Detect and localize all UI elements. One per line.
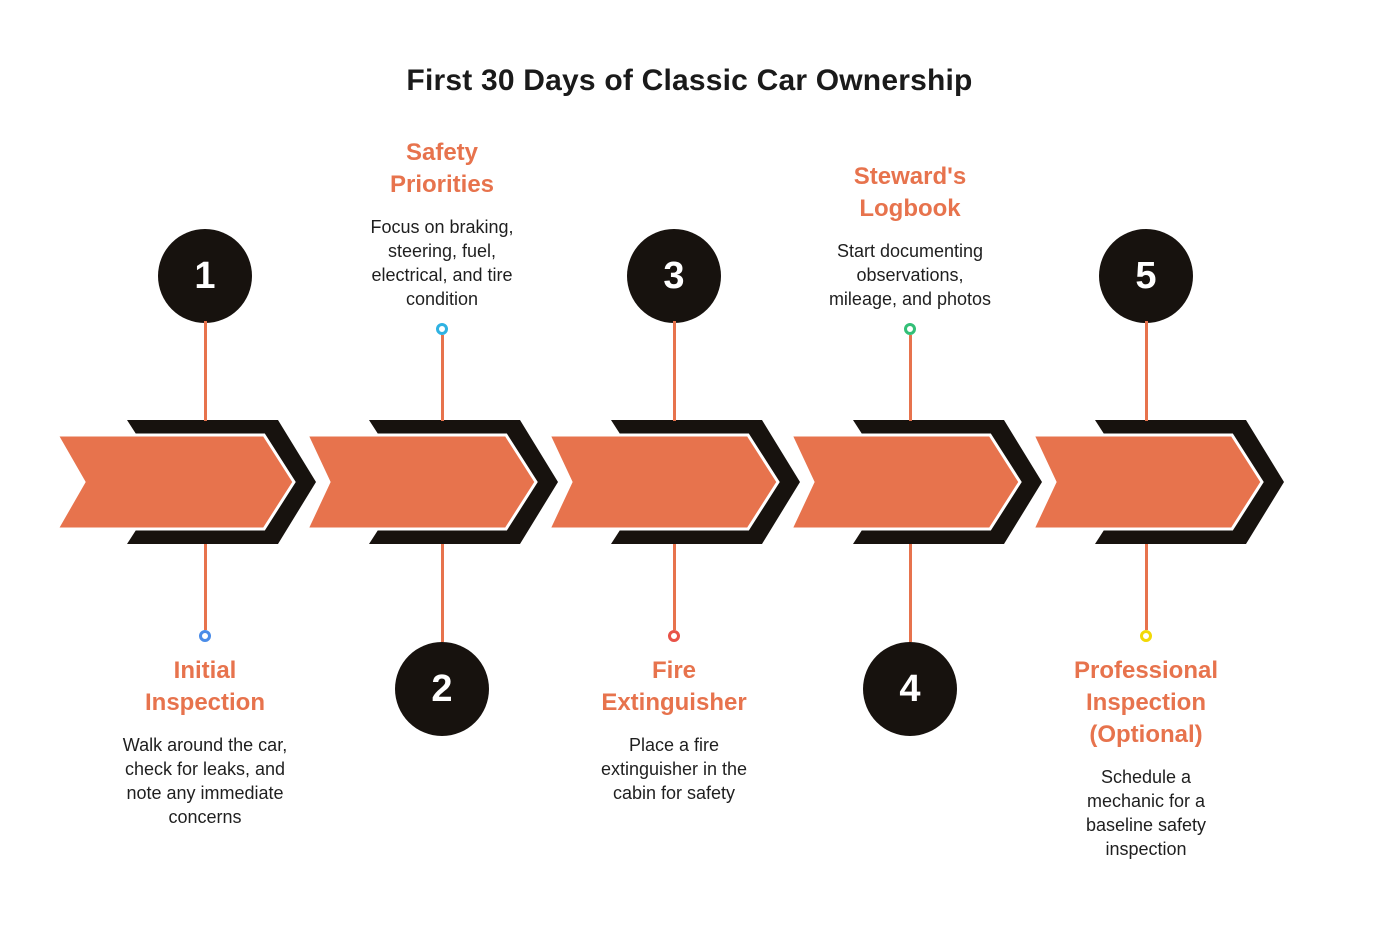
step-description: Start documenting observations, mileage,… [828, 241, 992, 309]
step-title: Professional Inspection (Optional) [1073, 657, 1219, 748]
connector-line [672, 544, 676, 630]
step-title: Safety Priorities [389, 139, 495, 198]
marker-dot [199, 630, 211, 642]
step-3-number-badge: 3 [627, 229, 721, 323]
step-2-number-badge: 2 [395, 642, 489, 736]
step-5-number-badge: 5 [1099, 229, 1193, 323]
marker-dot [904, 323, 916, 335]
marker-dot [1140, 630, 1152, 642]
step-5-text: Professional Inspection (Optional) Sched… [1016, 655, 1276, 861]
connector-line [672, 321, 676, 421]
step-title: Fire Extinguisher [601, 657, 747, 716]
step-4-number-badge: 4 [863, 642, 957, 736]
connector-line [1144, 321, 1148, 421]
connector-line [203, 544, 207, 630]
connector-line [440, 335, 444, 421]
step-1-number-badge: 1 [158, 229, 252, 323]
connector-line [908, 544, 912, 642]
connector-line [440, 544, 444, 642]
step-column-1: 1 Initial Inspection Walk around the car… [75, 0, 335, 926]
step-title: Initial Inspection [144, 657, 265, 716]
step-column-3: 3 Fire Extinguisher Place a fire extingu… [544, 0, 804, 926]
chevron-arrow-1 [54, 433, 296, 531]
step-2-text: Safety Priorities Focus on braking, stee… [312, 137, 572, 311]
step-description: Place a fire extinguisher in the cabin f… [600, 735, 748, 803]
step-description: Schedule a mechanic for a baseline safet… [1085, 767, 1207, 859]
step-1-text: Initial Inspection Walk around the car, … [75, 655, 335, 829]
connector-line [1144, 544, 1148, 630]
marker-dot [436, 323, 448, 335]
step-column-4: 4 Steward's Logbook Start documenting ob… [780, 0, 1040, 926]
step-title: Steward's Logbook [853, 163, 967, 222]
chevron-arrow-5 [1030, 433, 1264, 531]
connector-line [203, 321, 207, 421]
chevron-arrow-2 [304, 433, 538, 531]
step-description: Walk around the car, check for leaks, an… [122, 735, 288, 827]
chevron-arrow-4 [788, 433, 1022, 531]
step-3-text: Fire Extinguisher Place a fire extinguis… [544, 655, 804, 805]
connector-line [908, 335, 912, 421]
step-column-2: 2 Safety Priorities Focus on braking, st… [312, 0, 572, 926]
step-description: Focus on braking, steering, fuel, electr… [370, 217, 514, 309]
step-4-text: Steward's Logbook Start documenting obse… [780, 161, 1040, 311]
step-column-5: 5 Professional Inspection (Optional) Sch… [1016, 0, 1276, 926]
chevron-arrow-3 [546, 433, 780, 531]
page-title: First 30 Days of Classic Car Ownership [406, 64, 973, 97]
marker-dot [668, 630, 680, 642]
